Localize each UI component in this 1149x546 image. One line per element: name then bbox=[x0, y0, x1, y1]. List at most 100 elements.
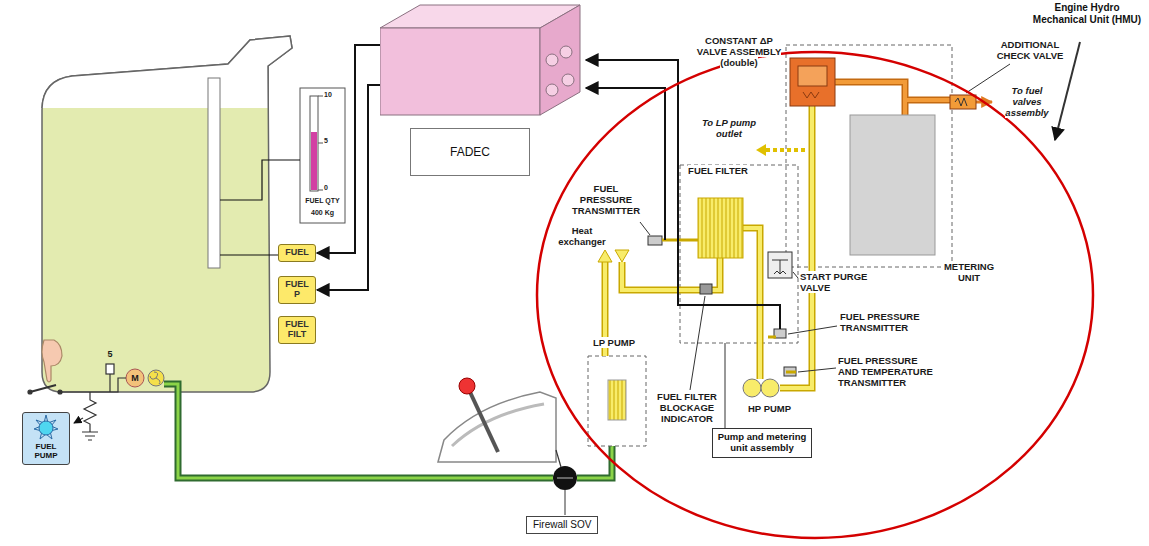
part-label: To LP pump outlet bbox=[700, 118, 758, 140]
node-text: FADEC bbox=[450, 145, 490, 159]
node-text: FUEL P bbox=[284, 280, 310, 300]
warning-light: FUEL P bbox=[278, 276, 316, 304]
part-label: METERING UNIT bbox=[938, 262, 1000, 284]
fadec-computer: FADEC bbox=[380, 0, 585, 182]
firewall-valve bbox=[553, 466, 577, 515]
part-label: HP PUMP bbox=[748, 404, 800, 415]
fadec-label-box: FADEC bbox=[410, 128, 530, 176]
label-text: START PURGE VALVE bbox=[800, 271, 867, 293]
fuel-gauge bbox=[318, 96, 323, 190]
label-text: FUEL PRESSURE AND TEMPERATURE TRANSMITTE… bbox=[838, 355, 933, 388]
label-text: Heat exchanger bbox=[558, 225, 606, 247]
part-label: FUEL PRESSURE TRANSMITTER bbox=[568, 184, 644, 217]
label-text: To LP pump outlet bbox=[702, 117, 756, 139]
computer-box bbox=[380, 0, 585, 122]
part-label: CONSTANT ΔP VALVE ASSEMBLY (double) bbox=[690, 36, 788, 69]
leader-line bbox=[690, 296, 705, 390]
part-label: FUEL PRESSURE AND TEMPERATURE TRANSMITTE… bbox=[838, 356, 938, 389]
fuel-line bbox=[164, 384, 612, 478]
node-text: FUEL PUMP bbox=[30, 443, 62, 461]
hmu-parts bbox=[761, 379, 779, 397]
computer-box bbox=[540, 5, 580, 115]
throttle-lever bbox=[556, 450, 561, 467]
leader-line bbox=[798, 368, 836, 372]
fuel-gauge bbox=[300, 88, 345, 223]
hmu-parts bbox=[798, 66, 827, 86]
firewall-valve bbox=[565, 490, 566, 515]
pump-circuit bbox=[106, 364, 114, 374]
fuel-tank bbox=[42, 36, 292, 108]
pump-circuit bbox=[82, 392, 98, 440]
fuel-pipe bbox=[766, 148, 805, 152]
hmu-parts bbox=[803, 92, 819, 98]
node-text: FUEL FILT bbox=[284, 320, 310, 340]
part-label: 10 bbox=[324, 91, 342, 99]
part-label: FUEL PRESSURE TRANSMITTER bbox=[840, 312, 922, 334]
fuel-pipe bbox=[598, 250, 612, 262]
hmu-parts bbox=[608, 380, 626, 420]
sensor-wire bbox=[220, 160, 300, 255]
pump-button: FUEL PUMP bbox=[22, 412, 70, 465]
warning-light: FUEL FILT bbox=[278, 316, 316, 344]
hmu-parts bbox=[955, 98, 967, 106]
firewall-valve bbox=[557, 477, 573, 479]
sensor-wire bbox=[220, 160, 300, 200]
label-text: To fuel valves assembly bbox=[1005, 85, 1048, 118]
label-text: FUEL FILTER bbox=[688, 165, 748, 176]
fuel-line bbox=[164, 384, 612, 478]
leader-line bbox=[788, 326, 837, 334]
part-label: 0 bbox=[324, 184, 342, 192]
label-text: FUEL FILTER BLOCKAGE INDICATOR bbox=[657, 391, 717, 424]
pump-circuit bbox=[28, 390, 32, 394]
throttle-lever bbox=[470, 392, 498, 452]
pump-circuit bbox=[74, 418, 83, 423]
firewall-valve bbox=[553, 466, 577, 490]
connector-layer bbox=[317, 45, 380, 290]
part-label: FUEL QTY bbox=[300, 197, 345, 205]
throttle-lever bbox=[438, 378, 561, 467]
signal-wire bbox=[317, 45, 380, 253]
hmu-parts bbox=[662, 239, 698, 242]
label-text: 5 bbox=[107, 349, 112, 359]
fuel-pipe bbox=[605, 105, 812, 388]
part-label: Heat exchanger bbox=[554, 226, 610, 248]
fuel-tank bbox=[42, 36, 292, 392]
throttle-lever bbox=[438, 392, 556, 462]
label-text: M bbox=[131, 373, 139, 383]
label-text: LP PUMP bbox=[593, 337, 635, 348]
label-text: CONSTANT ΔP VALVE ASSEMBLY (double) bbox=[697, 35, 781, 68]
pump-circuit bbox=[109, 374, 110, 392]
hmu-parts bbox=[743, 379, 761, 397]
fuel-pipe bbox=[598, 82, 992, 388]
node-text: Pump and metering unit assembly bbox=[717, 432, 807, 454]
node-text: FUEL bbox=[284, 248, 310, 258]
pump-light-icon bbox=[34, 415, 58, 439]
part-label: M bbox=[126, 374, 144, 383]
throttle-lever bbox=[459, 378, 475, 394]
computer-box bbox=[546, 54, 558, 66]
label-text: FUEL QTY bbox=[305, 197, 339, 204]
pump-motor bbox=[150, 372, 160, 384]
fuel-pipe bbox=[835, 82, 950, 115]
hmu-parts bbox=[698, 198, 743, 258]
pump-circuit bbox=[60, 378, 126, 392]
label-text: HP PUMP bbox=[748, 403, 791, 414]
part-label: FUEL FILTER BLOCKAGE INDICATOR bbox=[650, 392, 724, 425]
computer-box bbox=[562, 74, 574, 86]
fuel-line bbox=[164, 384, 612, 478]
assembly-box: Pump and metering unit assembly bbox=[712, 428, 812, 458]
node-text: Engine Hydro Mechanical Unit (HMU) bbox=[1028, 2, 1146, 25]
fuel-pipe bbox=[615, 250, 629, 262]
signal-wire bbox=[586, 88, 665, 240]
pump-light-icon bbox=[39, 421, 53, 435]
hmu-parts bbox=[850, 115, 935, 255]
warning-light: FUEL bbox=[278, 244, 316, 262]
computer-box bbox=[546, 84, 558, 96]
fuel-gauge bbox=[310, 96, 318, 191]
label-text: FUEL PRESSURE TRANSMITTER bbox=[840, 311, 920, 333]
hmu-heading: Engine Hydro Mechanical Unit (HMU) bbox=[1028, 2, 1146, 25]
hmu-parts bbox=[648, 236, 662, 245]
throttle-lever bbox=[452, 404, 544, 446]
part-label: FUEL FILTER bbox=[688, 166, 748, 177]
leader-line bbox=[640, 222, 650, 235]
